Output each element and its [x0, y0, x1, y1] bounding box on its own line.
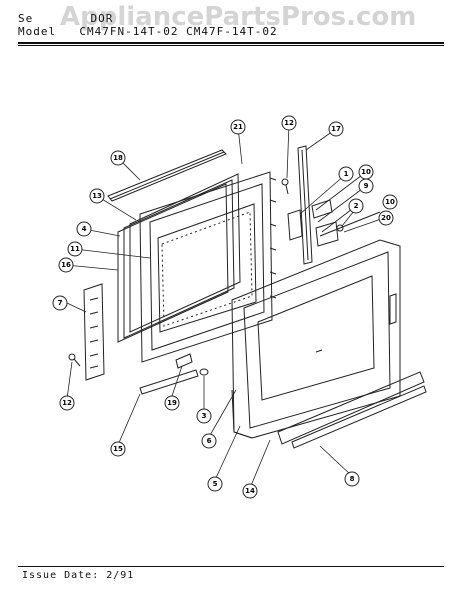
svg-text:10: 10 [361, 168, 371, 176]
svg-text:4: 4 [82, 225, 87, 233]
svg-text:10: 10 [385, 198, 395, 206]
callout-14: 14 [242, 483, 258, 499]
svg-text:15: 15 [113, 445, 123, 453]
part-latch-assembly [287, 199, 381, 247]
svg-text:16: 16 [61, 261, 71, 269]
part-small-fasteners [175, 353, 209, 376]
callout-16: 16 [58, 257, 74, 273]
svg-text:3: 3 [202, 412, 207, 420]
part-bottom-strip [139, 369, 199, 395]
svg-text:17: 17 [331, 125, 341, 133]
footer-rule [18, 566, 444, 567]
svg-text:9: 9 [364, 182, 369, 190]
callout-20: 20 [378, 210, 394, 226]
part-screw-left [68, 353, 81, 367]
part-hinge-bracket [83, 283, 105, 381]
svg-text:21: 21 [233, 123, 243, 131]
callout-6: 6 [201, 433, 217, 449]
model-line: Model CM47FN-14T-02 CM47F-14T-02 [18, 25, 278, 38]
leader-lines [65, 122, 385, 489]
callout-12-left: 12 [59, 395, 75, 411]
callouts: 21 12 17 18 1 10 9 13 2 10 20 4 11 16 7 … [52, 115, 398, 499]
svg-text:12: 12 [62, 399, 72, 407]
watermark: AppliancePartsPros.com [60, 2, 417, 32]
callout-21: 21 [230, 119, 246, 135]
callout-12-top: 12 [281, 115, 297, 131]
svg-text:20: 20 [381, 214, 391, 222]
section-label: Se [18, 12, 34, 25]
issue-date: Issue Date: 2/91 [22, 570, 135, 581]
callout-19: 19 [164, 395, 180, 411]
header-rule-thin [18, 45, 444, 46]
part-screw-top [281, 178, 289, 195]
part-gasket-frame [117, 173, 241, 343]
svg-text:14: 14 [245, 487, 255, 495]
model-values: CM47FN-14T-02 CM47F-14T-02 [79, 25, 278, 38]
svg-text:6: 6 [207, 437, 212, 445]
part-bottom-panel [277, 371, 425, 445]
callout-17: 17 [328, 121, 344, 137]
section-title: DOR [90, 12, 114, 25]
callout-13: 13 [89, 188, 105, 204]
header-rule [18, 42, 444, 44]
svg-text:12: 12 [284, 119, 294, 127]
part-outer-door [231, 239, 401, 439]
callout-8: 8 [344, 471, 360, 487]
callout-15: 15 [110, 441, 126, 457]
callout-4: 4 [76, 221, 92, 237]
svg-text:11: 11 [70, 245, 80, 253]
svg-text:2: 2 [354, 202, 359, 210]
svg-text:19: 19 [167, 399, 177, 407]
callout-18: 18 [110, 150, 126, 166]
svg-text:13: 13 [92, 192, 102, 200]
callout-9: 9 [358, 178, 374, 194]
callout-2: 2 [348, 198, 364, 214]
part-inner-panel [139, 171, 277, 363]
model-label: Model [18, 25, 57, 38]
svg-text:5: 5 [213, 480, 218, 488]
callout-7: 7 [52, 295, 68, 311]
svg-text:1: 1 [344, 170, 349, 178]
section-line: Se DOR [18, 12, 278, 25]
page-header: Se DOR Model CM47FN-14T-02 CM47F-14T-02 [18, 12, 278, 38]
part-top-trim [107, 149, 227, 202]
callout-10-upper: 10 [358, 164, 374, 180]
callout-10-lower: 10 [382, 194, 398, 210]
callout-11: 11 [67, 241, 83, 257]
part-hinge-rod [297, 145, 313, 265]
svg-text:18: 18 [113, 154, 123, 162]
part-door-frame [231, 389, 253, 439]
callout-1: 1 [338, 166, 354, 182]
svg-text:8: 8 [350, 475, 355, 483]
svg-text:7: 7 [58, 299, 63, 307]
callout-3: 3 [196, 408, 212, 424]
callout-5: 5 [207, 476, 223, 492]
part-lower-trim [291, 385, 427, 449]
